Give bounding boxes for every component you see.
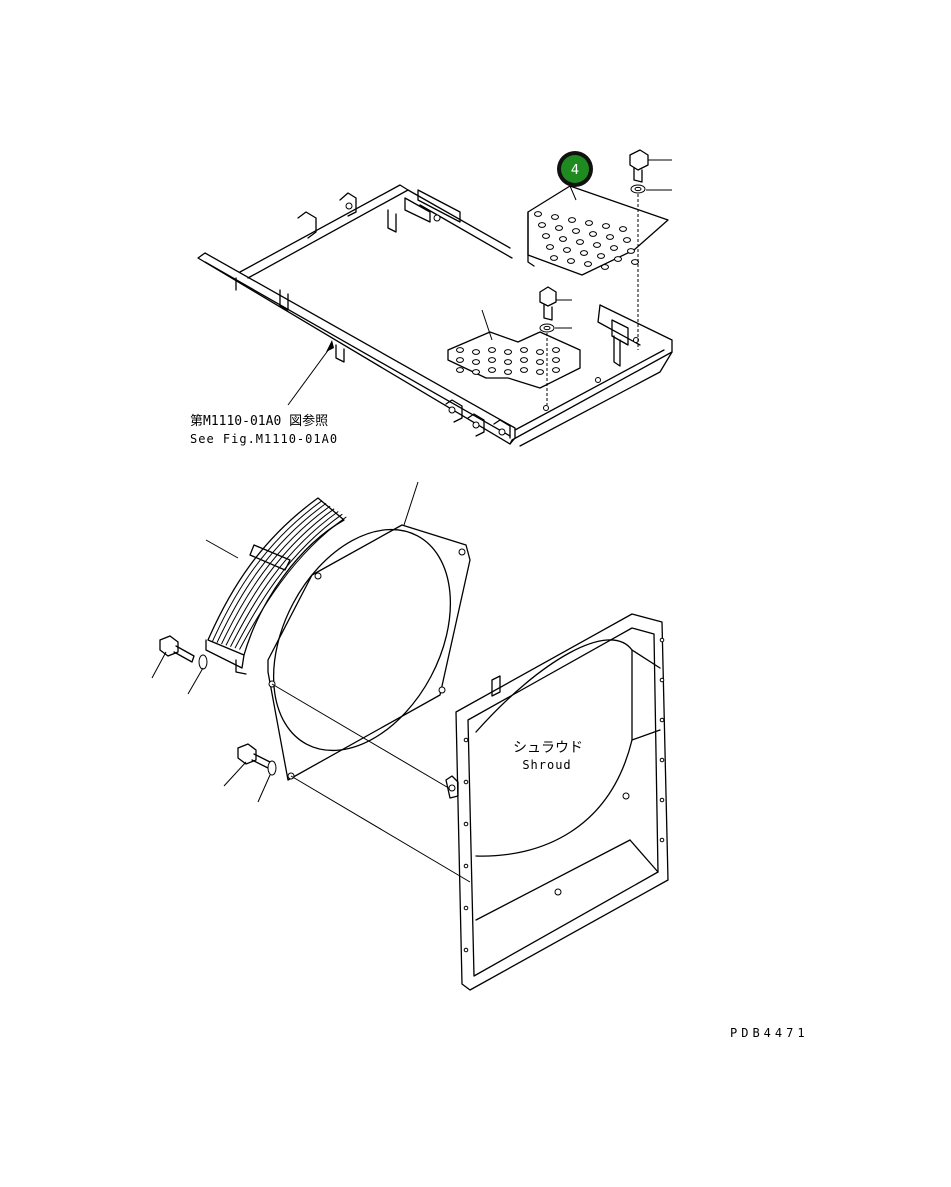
bolt-icon	[539, 286, 557, 321]
callout-number: 4	[571, 163, 579, 178]
shroud-label-en: Shroud	[522, 758, 571, 772]
callout-badge[interactable]: 4	[557, 151, 593, 187]
fan-guard	[205, 497, 347, 675]
bolt-icon	[159, 635, 195, 663]
mounting-plate-upper	[527, 185, 669, 276]
washer-icon	[539, 323, 555, 333]
washer-icon	[198, 654, 208, 670]
washer-icon	[630, 184, 646, 194]
bolt-icon	[237, 743, 271, 769]
washer-icon	[267, 760, 277, 776]
bolt-icon	[629, 149, 649, 183]
fan-ring-plate	[267, 524, 471, 781]
reference-text-jp: 第M1110-01A0 図参照	[190, 413, 328, 429]
reference-text-en: See Fig.M1110-01A0	[190, 432, 338, 446]
support-frame	[197, 184, 673, 447]
shroud	[445, 613, 669, 991]
drawing-code: PDB4471	[730, 1026, 809, 1040]
shroud-label-jp: シュラウド	[513, 740, 583, 756]
mounting-plate-lower	[447, 331, 581, 389]
